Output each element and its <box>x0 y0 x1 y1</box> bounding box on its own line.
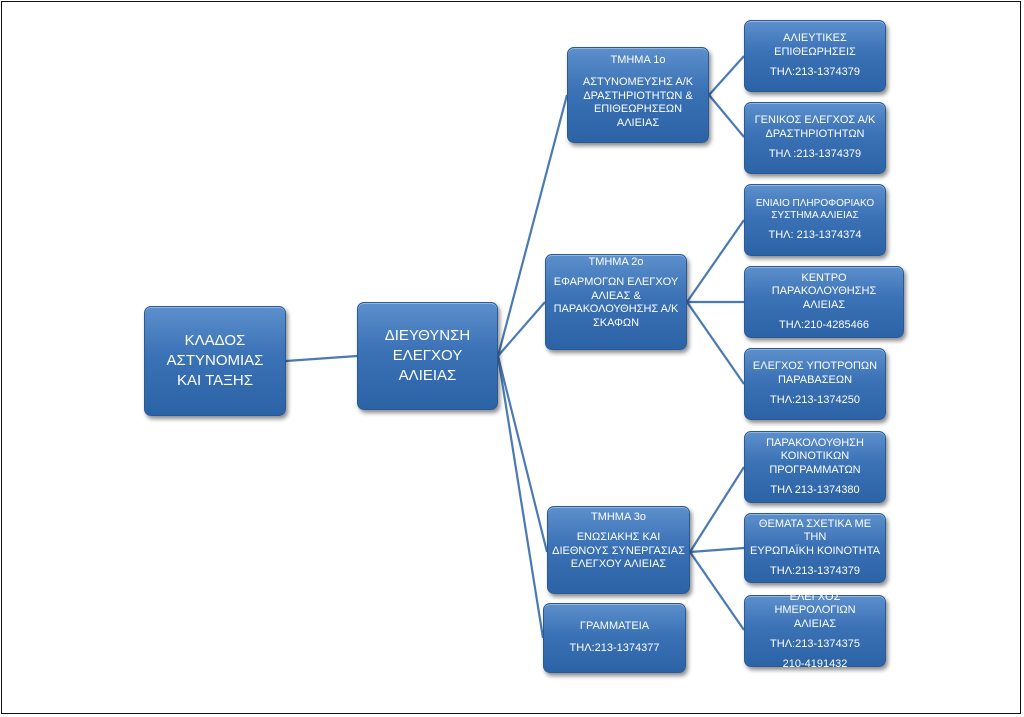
section-line: ΕΝΙΑΙΟ ΠΛΗΡΟΦΟΡΙΑΚΟ <box>755 197 875 209</box>
department-line: ΔΙΕΘΝΟΥΣ ΣΥΝΕΡΓΑΣΙΑΣ <box>552 544 685 557</box>
node-root-line: ΚΛΑΔΟΣ <box>184 331 246 349</box>
department-title: ΤΜΗΜΑ 1ο <box>610 54 666 66</box>
node-section-6: ΠΑΡΑΚΟΛΟΥΘΗΣΗ ΚΟΙΝΟΤΙΚΩΝ ΠΡΟΓΡΑΜΜΑΤΩΝ ΤΗ… <box>744 431 886 503</box>
section-line: ΘΕΜΑΤΑ ΣΧΕΤΙΚΑ ΜΕ ΤΗΝ <box>758 517 872 544</box>
department-title: ΤΜΗΜΑ 3ο <box>590 511 646 523</box>
connector-dept3-section7 <box>689 546 745 554</box>
secretariat-phone: ΤΗΛ:213-1374377 <box>569 642 660 654</box>
node-section-2: ΓΕΝΙΚΟΣ ΕΛΕΓΧΟΣ Α/Κ ΔΡΑΣΤΗΡΙΟΤΗΤΩΝ ΤΗΛ :… <box>744 102 886 174</box>
section-phone: ΤΗΛ:213-1374250 <box>770 393 860 406</box>
connector-root-directorate <box>285 354 358 363</box>
node-department-2: ΤΜΗΜΑ 2ο ΕΦΑΡΜΟΓΩΝ ΕΛΕΓΧΟΥ ΑΛΙΕΑΣ & ΠΑΡΑ… <box>545 254 687 350</box>
section-line: ΔΡΑΣΤΗΡΙΟΤΗΤΩΝ <box>765 128 865 141</box>
department-line: ΑΛΙΕΑΣ & <box>591 289 641 302</box>
department-line: ΕΦΑΡΜΟΓΩΝ ΕΛΕΓΧΟΥ <box>553 275 679 288</box>
node-directorate-line: ΔΙΕΥΘΥΝΣΗ <box>384 326 471 344</box>
section-line: ΠΡΟΓΡΑΜΜΑΤΩΝ <box>769 464 861 476</box>
section-line: ΚΕΝΤΡΟ ΠΑΡΑΚΟΛΟΥΘΗΣΗΣ <box>771 271 877 298</box>
department-line: ΣΚΑΦΩΝ <box>592 317 640 329</box>
section-line: ΕΠΙΘΕΩΡΗΣΕΙΣ <box>774 46 856 59</box>
section-phone: ΤΗΛ: 213-1374374 <box>768 228 862 241</box>
connector-directorate-dept3 <box>496 355 549 553</box>
node-department-1: ΤΜΗΜΑ 1ο ΑΣΤΥΝΟΜΕΥΣΗΣ Α/Κ ΔΡΑΣΤΗΡΙΟΤΗΤΩΝ… <box>567 47 709 143</box>
department-title: ΤΜΗΜΑ 2ο <box>588 256 644 268</box>
node-root-line: ΑΣΤΥΝΟΜΙΑΣ <box>166 351 264 369</box>
connector-directorate-secretariat <box>496 355 545 639</box>
department-line: ΕΛΕΓΧΟΥ ΑΛΙΕΙΑΣ <box>570 558 667 571</box>
section-phone: ΤΗΛ 213-1374380 <box>770 483 860 496</box>
section-line: ΠΑΡΑΚΟΛΟΥΘΗΣΗ <box>766 436 864 449</box>
section-line: ΑΛΙΕΙΑΣ <box>793 618 837 631</box>
node-root-branch: ΚΛΑΔΟΣ ΑΣΤΥΝΟΜΙΑΣ ΚΑΙ ΤΑΞΗΣ <box>144 306 286 416</box>
section-phone: ΤΗΛ:210-4285466 <box>779 318 869 331</box>
connector-dept1-section2 <box>708 94 745 138</box>
node-section-8: ΕΛΕΓΧΟΣ ΗΜΕΡΟΛΟΓΙΩΝ ΑΛΙΕΙΑΣ ΤΗΛ:213-1374… <box>744 591 886 670</box>
section-line: ΣΥΣΤΗΜΑ ΑΛΙΕΙΑΣ <box>771 210 859 222</box>
department-line: ΔΡΑΣΤΗΡΙΟΤΗΤΩΝ & <box>583 89 693 102</box>
connector-directorate-dept1 <box>496 94 569 357</box>
section-line: ΕΛΕΓΧΟΣ ΥΠΟΤΡΟΠΩΝ <box>752 360 878 373</box>
node-section-4: ΚΕΝΤΡΟ ΠΑΡΑΚΟΛΟΥΘΗΣΗΣ ΑΛΙΕΙΑΣ ΤΗΛ:210-42… <box>744 266 904 338</box>
department-line: ΕΝΩΣΙΑΚΗΣ ΚΑΙ <box>576 530 661 543</box>
connector-dept1-section1 <box>708 55 745 96</box>
section-phone: ΤΗΛ:213-1374375 <box>770 637 860 650</box>
department-line: ΑΣΤΥΝΟΜΕΥΣΗΣ Α/Κ <box>582 75 694 88</box>
node-section-5: ΕΛΕΓΧΟΣ ΥΠΟΤΡΟΠΩΝ ΠΑΡΑΒΑΣΕΩΝ ΤΗΛ:213-137… <box>744 348 886 420</box>
section-phone: ΤΗΛ:213-1374379 <box>770 564 860 577</box>
node-directorate: ΔΙΕΥΘΥΝΣΗ ΕΛΕΓΧΟΥ ΑΛΙΕΙΑΣ <box>357 302 498 410</box>
connector-dept2-section5 <box>686 301 745 385</box>
connector-directorate-dept2 <box>497 301 546 357</box>
node-directorate-line: ΑΛΙΕΙΑΣ <box>398 367 457 385</box>
node-department-3: ΤΜΗΜΑ 3ο ΕΝΩΣΙΑΚΗΣ ΚΑΙ ΔΙΕΘΝΟΥΣ ΣΥΝΕΡΓΑΣ… <box>547 506 690 594</box>
section-line: ΕΥΡΩΠΑΪΚΗ ΚΟΙΝΟΤΗΤΑ <box>750 545 880 557</box>
section-phone: ΤΗΛ:213-1374379 <box>770 65 860 78</box>
department-line: ΠΑΡΑΚΟΛΟΥΘΗΣΗΣ Α/Κ <box>553 303 679 316</box>
connector-dept3-section6 <box>689 466 745 553</box>
department-line: ΕΠΙΘΕΩΡΗΣΕΩΝ ΑΛΙΕΙΑΣ <box>593 103 683 129</box>
node-section-1: ΑΛΙΕΥΤΙΚΕΣ ΕΠΙΘΕΩΡΗΣΕΙΣ ΤΗΛ:213-1374379 <box>744 20 886 92</box>
node-section-3: ΕΝΙΑΙΟ ΠΛΗΡΟΦΟΡΙΑΚΟ ΣΥΣΤΗΜΑ ΑΛΙΕΙΑΣ ΤΗΛ:… <box>744 184 886 256</box>
section-line: ΠΑΡΑΒΑΣΕΩΝ <box>777 374 853 387</box>
section-line: ΓΕΝΙΚΟΣ ΕΛΕΓΧΟΣ Α/Κ <box>754 114 876 127</box>
node-section-7: ΘΕΜΑΤΑ ΣΧΕΤΙΚΑ ΜΕ ΤΗΝ ΕΥΡΩΠΑΪΚΗ ΚΟΙΝΟΤΗΤ… <box>744 513 886 583</box>
section-phone-2: 210-4191432 <box>782 657 848 670</box>
node-root-line: ΚΑΙ ΤΑΞΗΣ <box>177 372 253 390</box>
node-secretariat: ΓΡΑΜΜΑΤΕΙΑ ΤΗΛ:213-1374377 <box>543 603 686 673</box>
section-line: ΕΛΕΓΧΟΣ ΗΜΕΡΟΛΟΓΙΩΝ <box>774 590 856 617</box>
connector-dept2-section3 <box>686 219 745 303</box>
secretariat-title: ΓΡΑΜΜΑΤΕΙΑ <box>579 620 650 633</box>
connector-dept3-section8 <box>689 551 745 631</box>
section-line: ΚΟΙΝΟΤΙΚΩΝ <box>780 450 850 463</box>
section-phone: ΤΗΛ :213-1374379 <box>768 147 862 160</box>
section-line: ΑΛΙΕΥΤΙΚΕΣ <box>783 32 847 45</box>
section-line: ΑΛΙΕΙΑΣ <box>802 299 846 311</box>
node-directorate-line: ΕΛΕΓΧΟΥ <box>392 346 463 364</box>
